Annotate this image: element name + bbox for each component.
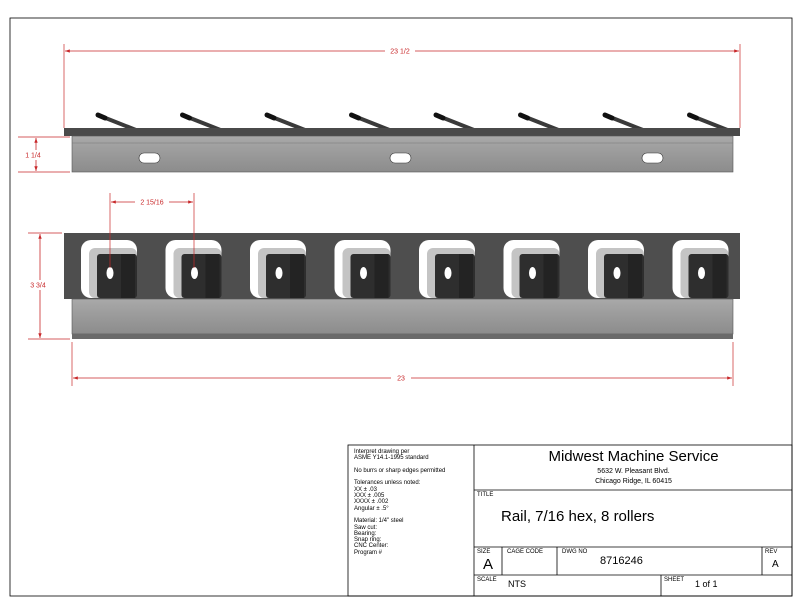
note-line: Saw cut: xyxy=(354,524,378,531)
top-roller xyxy=(518,112,561,132)
mounting-slot xyxy=(138,152,161,164)
scale-label: SCALE xyxy=(477,577,497,583)
roller-pocket xyxy=(250,240,306,298)
front-view-roller-pockets xyxy=(81,240,729,298)
note-line: Angular ± .5° xyxy=(354,505,389,512)
note-line: No burrs or sharp edges permitted xyxy=(354,467,446,474)
top-roller xyxy=(433,112,476,132)
size-label: SIZE xyxy=(477,549,491,555)
front-rail-lip xyxy=(71,298,734,335)
dim-bottom-length-value: 23 xyxy=(397,376,405,383)
top-roller xyxy=(349,112,392,132)
note-line: Interpret drawing per xyxy=(354,449,410,455)
dim-top-length-value: 23 1/2 xyxy=(390,49,410,56)
top-roller xyxy=(602,112,645,132)
drawing-title: Rail, 7/16 hex, 8 rollers xyxy=(501,508,655,525)
revision-value: A xyxy=(772,559,779,570)
roller-pocket xyxy=(672,240,729,298)
roller-pocket xyxy=(588,240,644,298)
company-address: 5632 W. Pleasant Blvd. Chicago Ridge, IL… xyxy=(476,467,791,487)
note-line: Tolerances unless noted: xyxy=(354,480,421,487)
hex-bore xyxy=(191,267,198,279)
mounting-slot xyxy=(389,152,412,164)
dim-roller-spacing-value: 2 15/16 xyxy=(140,200,163,207)
top-roller xyxy=(264,112,307,132)
front-view xyxy=(64,233,740,339)
note-line: Snap ring: xyxy=(354,537,382,544)
dim-top-height: 1 1/4 xyxy=(18,136,70,173)
company-address-line-2: Chicago Ridge, IL 60415 xyxy=(595,478,672,486)
dim-bottom-length: 23 xyxy=(71,342,734,386)
note-line: XXX ± .005 xyxy=(354,493,385,500)
note-line: CNC Center: xyxy=(354,543,389,550)
top-roller xyxy=(180,112,223,132)
drawing-number: 8716246 xyxy=(600,555,643,567)
scale-value: NTS xyxy=(508,579,526,589)
hex-bore xyxy=(613,267,621,279)
note-line: ASME Y14.1-1995 standard xyxy=(354,455,429,462)
company-address-line-1: 5632 W. Pleasant Blvd. xyxy=(597,468,670,475)
note-line: XX ± .03 xyxy=(354,486,377,493)
note-line: Material: 1/4" steel xyxy=(354,518,404,525)
top-view-rollers xyxy=(95,112,730,132)
hex-bore xyxy=(529,267,536,279)
dim-top-height-value: 1 1/4 xyxy=(25,153,41,160)
top-roller xyxy=(95,112,138,132)
hex-bore xyxy=(360,267,367,279)
hex-bore xyxy=(698,267,705,279)
title-block-grid xyxy=(347,444,793,597)
revision-label: REV xyxy=(765,549,778,555)
roller-pocket xyxy=(81,240,137,298)
dim-front-height: 3 3/4 xyxy=(27,232,70,340)
hex-bore xyxy=(106,267,114,279)
roller-pocket xyxy=(165,240,222,298)
hex-bore xyxy=(275,267,283,279)
dim-front-height-value: 3 3/4 xyxy=(30,283,46,290)
top-roller xyxy=(687,112,730,132)
note-line: Bearing: xyxy=(354,530,377,537)
title-label: TITLE xyxy=(477,492,494,498)
company-name: Midwest Machine Service xyxy=(548,448,719,465)
sheet-value: 1 of 1 xyxy=(695,579,718,589)
top-view xyxy=(64,112,740,173)
roller-pocket xyxy=(419,240,475,298)
note-line: XXXX ± .002 xyxy=(354,499,389,506)
size-value: A xyxy=(483,556,494,573)
dim-roller-spacing: 2 15/16 xyxy=(109,193,195,268)
drawing-number-label: DWG NO xyxy=(562,549,588,555)
roller-pocket xyxy=(334,240,391,298)
roller-pocket xyxy=(503,240,560,298)
mounting-slot xyxy=(641,152,664,164)
sheet-label: SHEET xyxy=(664,577,685,583)
cage-code-label: CAGE CODE xyxy=(507,549,544,555)
top-rail-flange xyxy=(64,128,740,136)
note-line: Program # xyxy=(354,549,383,556)
hex-bore xyxy=(444,267,452,279)
dim-top-length: 23 1/2 xyxy=(63,44,741,128)
